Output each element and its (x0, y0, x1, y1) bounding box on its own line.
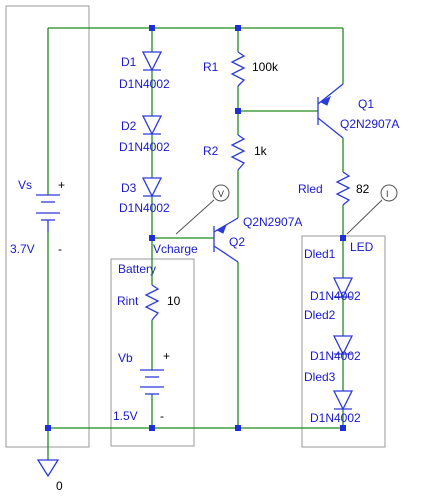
voltage-probe-icon: V (175, 184, 230, 235)
diode-dled1-symbol (332, 277, 354, 299)
d1-model: D1N4002 (119, 77, 170, 91)
diode-d3-symbol (141, 177, 163, 198)
r1-name: R1 (203, 60, 219, 74)
vs-plus-sign: + (58, 178, 65, 192)
vs-battery-symbol (36, 194, 60, 232)
dled1-model: D1N4002 (310, 289, 361, 303)
vb-plus-sign: + (163, 349, 170, 363)
q1-model: Q2N2907A (340, 117, 399, 131)
resistor-rint-symbol (144, 284, 160, 321)
vb-value: 1.5V (113, 409, 138, 423)
r2-name: R2 (203, 144, 219, 158)
resistor-r1-symbol (230, 51, 246, 87)
resistor-r2-symbol (230, 134, 246, 171)
diode-dled2-symbol (332, 335, 354, 356)
r2-value: 1k (254, 144, 268, 158)
ground-net-label: 0 (56, 479, 63, 493)
rint-name: Rint (117, 294, 139, 308)
vs-value: 3.7V (10, 242, 35, 256)
d2-name: D2 (121, 119, 137, 133)
rint-value: 10 (167, 294, 181, 308)
svg-text:I: I (386, 189, 389, 199)
vs-minus-sign: - (58, 242, 62, 256)
dled2-name: Dled2 (304, 308, 336, 322)
transistor-q2-symbol (213, 217, 239, 263)
resistor-rled-symbol (335, 171, 351, 206)
current-probe-icon: I (346, 184, 398, 235)
battery-block-title: Battery (118, 262, 156, 276)
vs-name: Vs (18, 178, 32, 192)
diode-d2-symbol (141, 115, 163, 136)
dled1-name: Dled1 (304, 247, 336, 261)
diode-d1-symbol (141, 51, 163, 72)
q2-model: Q2N2907A (243, 215, 302, 229)
dled3-model: D1N4002 (310, 411, 361, 425)
dled2-model: D1N4002 (310, 349, 361, 363)
rled-value: 82 (356, 182, 370, 196)
diode-dled3-symbol (332, 390, 354, 411)
vb-battery-symbol (140, 369, 164, 395)
q2-name: Q2 (229, 235, 245, 249)
vcharge-net-label: Vcharge (153, 242, 198, 256)
rled-name: Rled (298, 182, 323, 196)
d3-model: D1N4002 (119, 201, 170, 215)
r1-value: 100k (252, 60, 279, 74)
led-block-title: LED (350, 240, 374, 254)
d3-name: D3 (121, 181, 137, 195)
d1-name: D1 (121, 55, 137, 69)
transistor-q1-symbol (317, 83, 344, 139)
dled3-name: Dled3 (304, 370, 336, 384)
d2-model: D1N4002 (119, 140, 170, 154)
vb-name: Vb (118, 351, 133, 365)
junction-dots (45, 25, 346, 431)
ground-icon (36, 459, 60, 478)
svg-text:V: V (218, 189, 224, 199)
vb-minus-sign: - (160, 409, 164, 423)
q1-name: Q1 (358, 97, 374, 111)
